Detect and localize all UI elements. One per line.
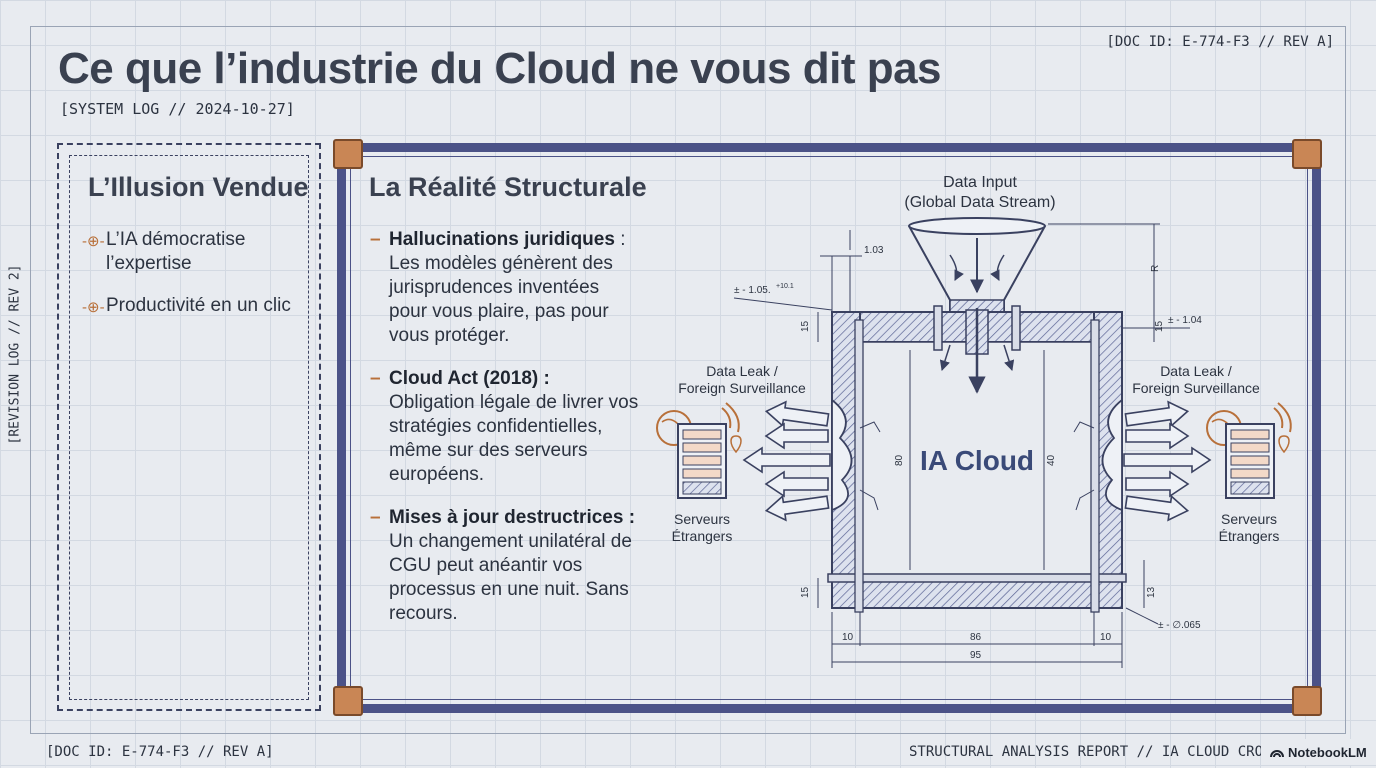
illusion-item-line: L’IA démocratise bbox=[106, 229, 246, 250]
dim-label: 13 bbox=[1146, 586, 1157, 598]
reality-item-sep: : bbox=[614, 229, 626, 250]
dash-icon: – bbox=[370, 368, 381, 389]
illusion-title: L’Illusion Vendue bbox=[88, 172, 309, 202]
reality-item: – Cloud Act (2018) : Obligation légale de… bbox=[370, 367, 640, 487]
server-icon-right bbox=[1206, 402, 1292, 499]
notebooklm-label: NotebookLM bbox=[1288, 744, 1367, 760]
illusion-item-line: Productivité en un clic bbox=[106, 295, 291, 316]
dimension-lines bbox=[733, 223, 1190, 668]
dim-label: R bbox=[1150, 265, 1161, 272]
dim-label: 86 bbox=[970, 632, 982, 643]
reality-frame bbox=[337, 143, 1321, 713]
server-label-left: Serveurs bbox=[674, 511, 730, 527]
dimension-labels: 1.03 ± - 1.05. +10.1 ± - 1.04 R 15 15 15… bbox=[734, 245, 1202, 661]
dim-label: 10 bbox=[842, 632, 854, 643]
report-label: STRUCTURAL ANALYSIS REPORT // IA CLOUD C… bbox=[909, 744, 1261, 760]
bullet-icon: -⊕- bbox=[82, 233, 105, 250]
notebooklm-icon bbox=[1270, 750, 1284, 758]
cloud-structure-diagram: Data Input (Global Data Stream) IA Clo bbox=[656, 174, 1292, 668]
server-label-right: Serveurs bbox=[1221, 511, 1277, 527]
illusion-item-line: l’expertise bbox=[106, 253, 192, 274]
ia-cloud-label: IA Cloud bbox=[920, 445, 1034, 476]
input-label: (Global Data Stream) bbox=[904, 194, 1055, 211]
illusion-item: -⊕- L’IA démocratise l’expertise bbox=[82, 228, 245, 276]
reality-title: La Réalité Structurale bbox=[369, 172, 647, 202]
frame-corner bbox=[1292, 139, 1322, 169]
server-icon-left bbox=[656, 402, 742, 499]
blueprint-border bbox=[30, 26, 1346, 734]
doc-id-top: [DOC ID: E-774-F3 // REV A] bbox=[1106, 34, 1334, 50]
illusion-item: -⊕- Productivité en un clic bbox=[82, 294, 291, 320]
frame-corner bbox=[333, 686, 363, 716]
input-label: Data Input bbox=[943, 174, 1017, 191]
dim-label: ± - 1.05. bbox=[734, 285, 771, 296]
dim-label: ± - 1.04 bbox=[1168, 315, 1202, 326]
leak-label-left: Foreign Surveillance bbox=[678, 380, 806, 396]
reality-item: – Mises à jour destructrices : Un changem… bbox=[370, 506, 640, 626]
reality-item-text: Un changement unilatéral de CGU peut ané… bbox=[389, 531, 632, 624]
dash-icon: – bbox=[370, 229, 381, 250]
structure-frame bbox=[827, 305, 1127, 613]
leak-crack-right bbox=[1073, 398, 1123, 512]
frame-corner bbox=[333, 139, 363, 169]
dim-label: ± - ∅.065 bbox=[1158, 620, 1201, 631]
dim-label: 95 bbox=[970, 650, 982, 661]
illusion-panel-inner bbox=[69, 155, 309, 700]
notebooklm-badge[interactable]: NotebookLM bbox=[1264, 739, 1375, 765]
dim-label: 80 bbox=[894, 454, 905, 466]
leak-crack-left bbox=[831, 398, 881, 512]
leak-label-left: Data Leak / bbox=[706, 363, 778, 379]
leak-arrows-right bbox=[1123, 400, 1212, 522]
page-title: Ce que l’industrie du Cloud ne vous dit … bbox=[58, 44, 942, 93]
frame-corner bbox=[1292, 686, 1322, 716]
dim-label: +10.1 bbox=[776, 283, 794, 290]
reality-item-heading: Mises à jour destructrices : bbox=[389, 507, 636, 528]
illusion-panel bbox=[57, 143, 321, 711]
reality-item-heading: Hallucinations juridiques bbox=[389, 229, 615, 250]
doc-id-bottom: [DOC ID: E-774-F3 // REV A] bbox=[46, 744, 274, 760]
system-log-label: [SYSTEM LOG // 2024-10-27] bbox=[60, 100, 295, 118]
server-label-right: Étrangers bbox=[1219, 528, 1280, 544]
reality-item-text: Obligation légale de livrer vos stratégi… bbox=[389, 392, 639, 485]
dim-label: 15 bbox=[800, 320, 811, 332]
dash-icon: – bbox=[370, 507, 381, 528]
reality-item-text: Les modèles génèrent des jurisprudences … bbox=[389, 253, 613, 346]
dim-label: 10 bbox=[1100, 632, 1112, 643]
leak-arrows-left bbox=[742, 400, 831, 522]
leak-label-right: Data Leak / bbox=[1160, 363, 1232, 379]
bullet-icon: -⊕- bbox=[82, 299, 105, 316]
dim-label: 15 bbox=[1154, 320, 1165, 332]
server-label-left: Étrangers bbox=[672, 528, 733, 544]
funnel-icon bbox=[908, 217, 1046, 315]
dim-label: 40 bbox=[1046, 454, 1057, 466]
reality-item: – Hallucinations juridiques :Les modèles… bbox=[370, 228, 640, 348]
reality-frame-inner bbox=[350, 156, 1308, 700]
dim-label: 1.03 bbox=[864, 245, 884, 256]
reality-item-heading: Cloud Act (2018) : bbox=[389, 368, 550, 389]
leak-label-right: Foreign Surveillance bbox=[1132, 380, 1260, 396]
dim-label: 15 bbox=[800, 586, 811, 598]
revision-log-label: [REVISION LOG // REV 2] bbox=[7, 264, 23, 445]
